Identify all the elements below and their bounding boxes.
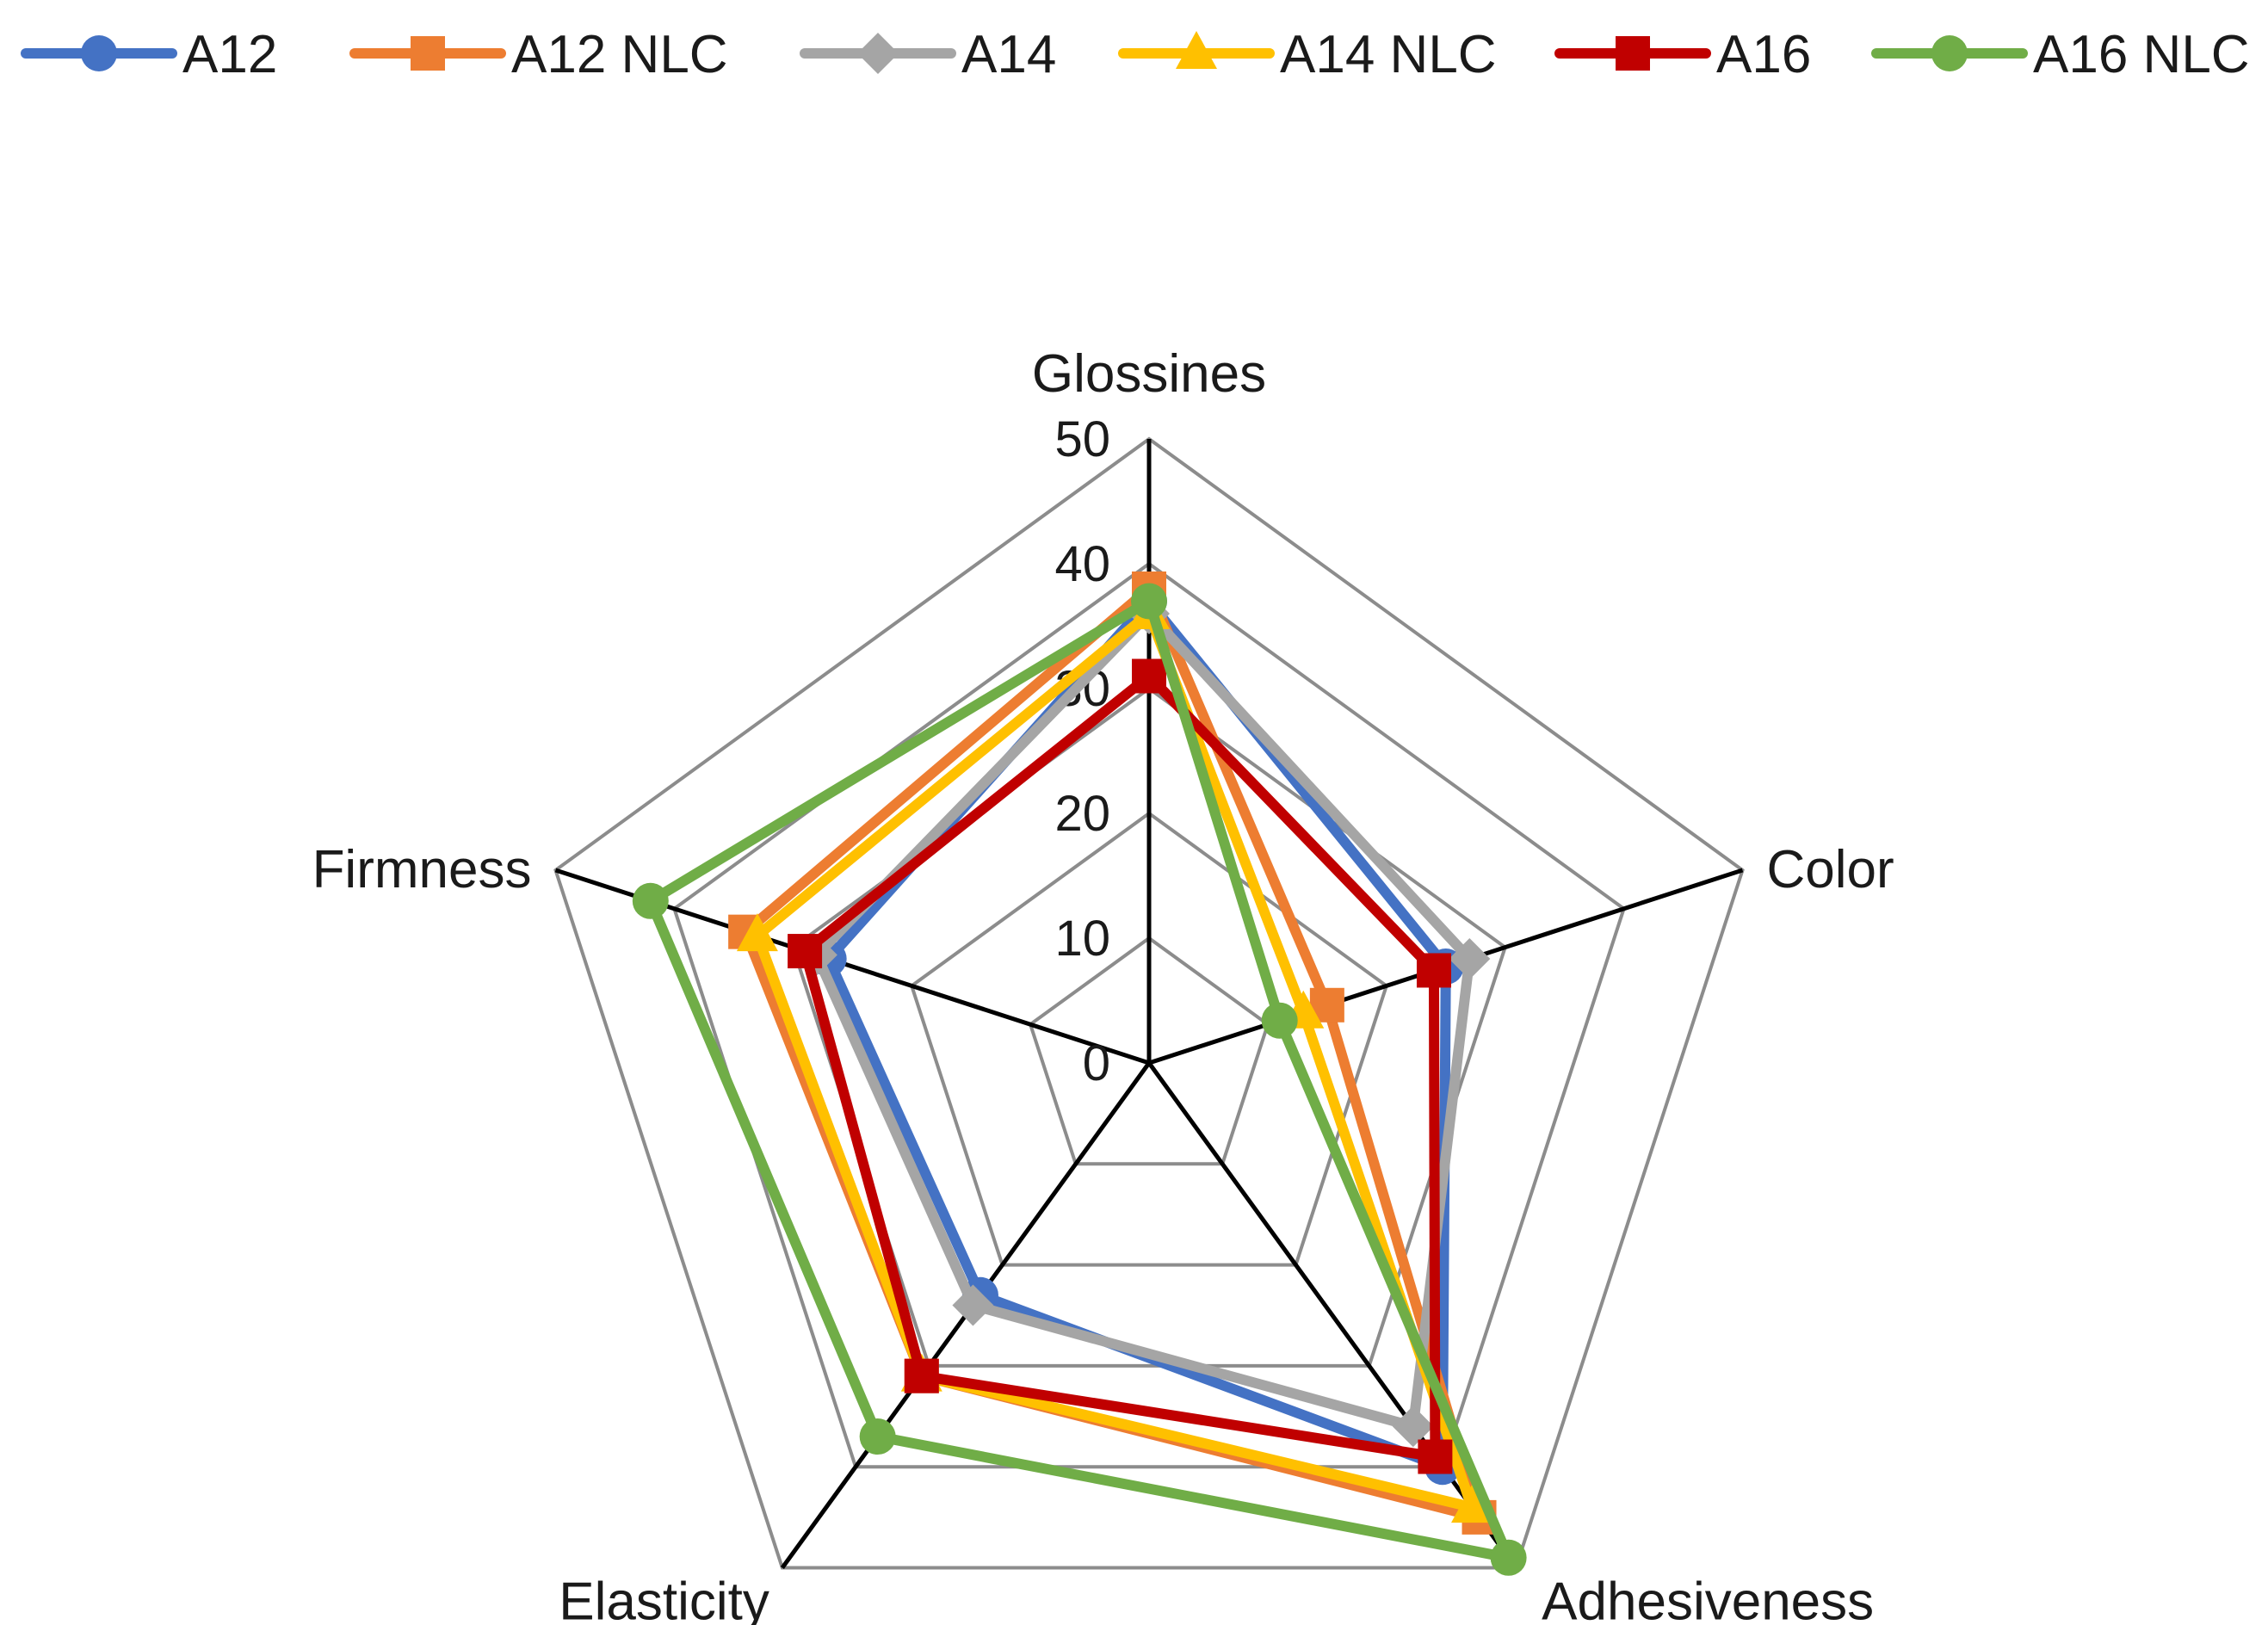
axis-label-glossines: Glossines [1032, 344, 1266, 404]
data-point-a16-glossines [1132, 658, 1166, 694]
legend-marker [1176, 31, 1217, 69]
legend-label: A14 [961, 25, 1056, 84]
data-point-a16-adhesiveness [1418, 1439, 1453, 1474]
radar-grid [553, 436, 1745, 1570]
tick-label-50: 50 [1054, 411, 1110, 467]
series-line-a14-nlc [751, 609, 1478, 1513]
legend-item-a16-nlc[interactable]: A16 NLC [1871, 25, 2250, 84]
legend-marker [411, 36, 445, 71]
data-point-a14-nlc-firmness [736, 913, 778, 952]
axis-label-firmness: Firmness [312, 840, 532, 899]
axis-label-elasticity: Elasticity [559, 1572, 769, 1625]
data-point-a16-nlc-adhesiveness [1490, 1539, 1527, 1576]
series-line-a16-nlc [645, 596, 1514, 1563]
tick-label-10: 10 [1054, 911, 1110, 967]
data-point-a14-nlc-adhesiveness [1451, 1485, 1493, 1523]
data-point-a16-nlc-color [1261, 1002, 1298, 1039]
axis-label-color: Color [1767, 840, 1894, 899]
data-point-a16-firmness [788, 934, 823, 969]
legend-marker [1616, 36, 1650, 71]
tick-label-20: 20 [1054, 786, 1110, 842]
legend-label: A16 NLC [2033, 25, 2250, 84]
legend-label: A12 NLC [511, 25, 728, 84]
spoke-adhesiveness [1146, 1061, 1518, 1570]
data-point-a16-elasticity [904, 1358, 939, 1393]
series-a16 [788, 658, 1453, 1474]
series-line-a12 [823, 596, 1451, 1473]
legend-label: A16 [1716, 25, 1811, 84]
legend: A12 A12 NLC A14 A14 NLC A16 A16 NLC [21, 25, 2250, 84]
legend-item-a12[interactable]: A12 [21, 25, 277, 84]
data-point-a16-nlc-elasticity [859, 1418, 896, 1455]
grid-ring-30 [790, 686, 1508, 1368]
data-point-a16-nlc-firmness [632, 882, 669, 919]
data-point-a16-nlc-glossines [1131, 583, 1167, 620]
legend-marker [81, 35, 117, 71]
grid-ring-40 [672, 561, 1626, 1469]
series-a16-nlc [632, 583, 1527, 1576]
legend-label: A12 [182, 25, 277, 84]
tick-label-40: 40 [1054, 536, 1110, 592]
tick-label-0: 0 [1083, 1035, 1110, 1091]
legend-label: A14 NLC [1280, 25, 1497, 84]
legend-item-a14-nlc[interactable]: A14 NLC [1118, 25, 1497, 84]
legend-item-a14[interactable]: A14 [800, 25, 1056, 84]
grid-ring-10 [1028, 936, 1270, 1166]
legend-item-a12-nlc[interactable]: A12 NLC [349, 25, 728, 84]
series-layer [632, 572, 1527, 1576]
grid-ring-20 [909, 811, 1389, 1267]
axis-label-adhesiveness: Adhesiveness [1542, 1572, 1874, 1625]
legend-marker [857, 33, 899, 74]
data-point-a16-color [1416, 953, 1451, 988]
data-point-a14-color [1449, 938, 1491, 980]
legend-marker [1931, 35, 1968, 71]
grid-ring-50 [553, 436, 1745, 1570]
data-point-a14-adhesiveness [1392, 1406, 1434, 1448]
series-line-a16 [800, 670, 1441, 1462]
legend-item-a16[interactable]: A16 [1554, 25, 1811, 84]
data-point-a14-elasticity [952, 1284, 994, 1326]
